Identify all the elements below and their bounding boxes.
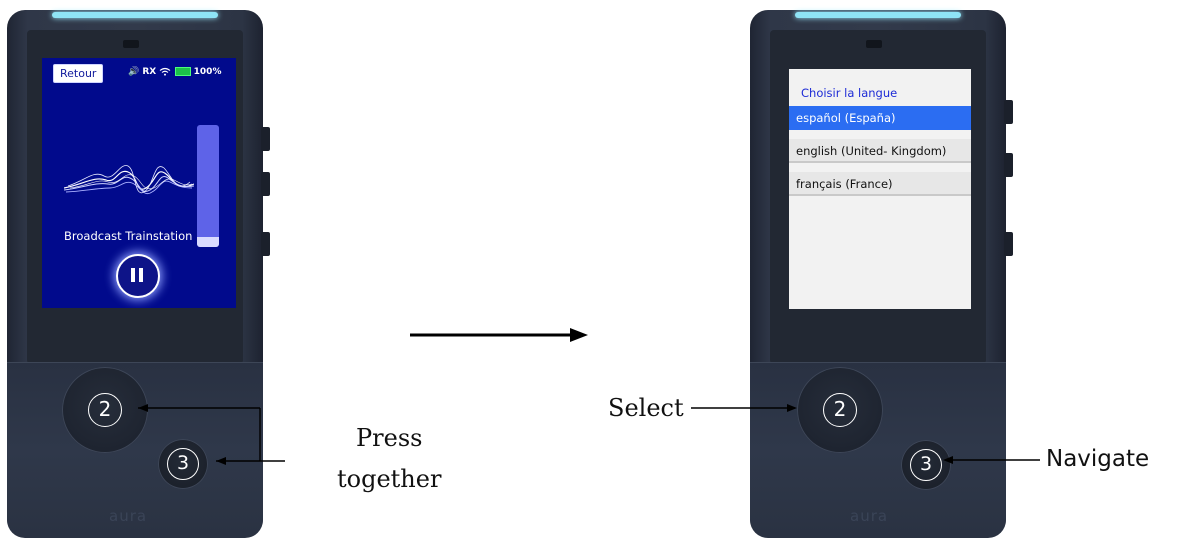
button-2[interactable]: 2 [62, 367, 148, 453]
sensor [866, 40, 882, 48]
brand-logo: aura [850, 507, 889, 525]
press-together-label-line2: together [337, 465, 442, 493]
screen-language-select: Choisir la langue español (España) engli… [789, 69, 971, 309]
status-led [52, 12, 218, 18]
sensor [123, 40, 139, 48]
channel-name: Broadcast Trainstation [64, 229, 193, 243]
button-3[interactable]: 3 [901, 440, 951, 490]
side-button-top[interactable] [261, 127, 270, 151]
status-bar: 🔊 RX 100% [128, 67, 221, 77]
button-2-label: 2 [88, 393, 122, 427]
brand-logo: aura [109, 507, 148, 525]
battery-icon [174, 67, 191, 76]
side-button-bottom[interactable] [261, 232, 270, 256]
button-3-label: 3 [167, 448, 199, 480]
pause-icon [131, 268, 135, 282]
soundwave-icon [64, 165, 194, 194]
pause-icon-bar [139, 268, 143, 282]
pause-button[interactable] [116, 254, 160, 298]
language-option-en[interactable]: english (United- Kingdom) [789, 139, 971, 163]
button-3-label: 3 [910, 449, 942, 481]
screen-broadcast: Retour 🔊 RX 100% Broadcast Trainstation [42, 58, 236, 308]
back-button[interactable]: Retour [53, 64, 104, 83]
navigate-label: Navigate [1046, 446, 1150, 472]
button-3[interactable]: 3 [158, 439, 208, 489]
arrow-right-icon [410, 328, 588, 342]
button-2-label: 2 [823, 393, 857, 427]
speaker-icon: 🔊 [128, 67, 140, 77]
status-led [795, 12, 961, 18]
select-label: Select [608, 394, 684, 422]
language-option-fr[interactable]: français (France) [789, 172, 971, 196]
side-button-top[interactable] [1004, 100, 1013, 124]
language-title: Choisir la langue [801, 86, 898, 100]
side-button-middle[interactable] [1004, 153, 1013, 177]
rx-label: RX [142, 67, 157, 77]
volume-level [197, 237, 219, 247]
battery-percent: 100% [193, 67, 222, 77]
press-together-label-line1: Press [356, 424, 423, 452]
side-button-middle[interactable] [261, 172, 270, 196]
language-option-es[interactable]: español (España) [789, 106, 971, 130]
volume-slider[interactable] [197, 125, 219, 247]
side-button-bottom[interactable] [1004, 232, 1013, 256]
button-2[interactable]: 2 [797, 367, 883, 453]
wifi-icon [159, 67, 174, 77]
